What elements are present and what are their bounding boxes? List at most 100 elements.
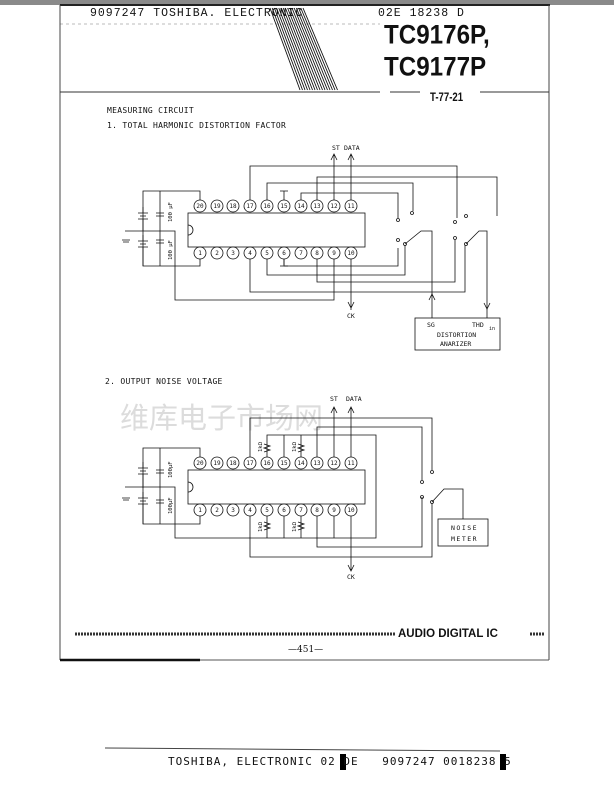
ic-pin-number: 19 [213, 203, 221, 210]
ic-pin-number: 17 [246, 460, 254, 467]
cap-label: 100 μF [168, 202, 174, 222]
data-label: DATA [344, 144, 360, 152]
circuit2-title: 2. OUTPUT NOISE VOLTAGE [105, 377, 223, 386]
hatch-line [282, 7, 316, 91]
noise-meter-title-2: METER [451, 535, 478, 543]
scan-bar [500, 754, 506, 770]
header-doc-code: 9097247 TOSHIBA. ELECTRONIC [90, 7, 304, 20]
ic-pin-number: 18 [229, 203, 237, 210]
ic-pin-number: 7 [299, 507, 303, 514]
switch-2 [465, 230, 488, 318]
resistor-label: 1kΩ [258, 521, 264, 532]
ic-pin-top [226, 199, 240, 213]
hatch-line [300, 7, 336, 91]
hatch-line [287, 7, 321, 91]
ic-pin-number: 5 [265, 507, 269, 514]
sg-label: SG [427, 321, 435, 329]
ic-pin-number: 5 [265, 250, 269, 257]
ic-pin-number: 10 [347, 507, 355, 514]
ic-pin-number: 14 [297, 460, 305, 467]
switch [431, 488, 464, 519]
ic-pin-number: 8 [315, 507, 319, 514]
part-title-2: TC9177P [384, 51, 487, 82]
ic-pin-number: 7 [299, 250, 303, 257]
ic-body [187, 212, 366, 248]
hatch-line [280, 7, 313, 91]
ic-pin-bottom [210, 503, 224, 517]
ic-pin-number: 6 [282, 507, 286, 514]
ic-pin-bottom [226, 246, 240, 260]
ground-icon [280, 259, 288, 267]
hatch-line [284, 7, 318, 91]
ic-pin-number: 8 [315, 250, 319, 257]
ic-pin-number: 15 [280, 460, 288, 467]
ic-pin-number: 16 [263, 460, 271, 467]
ic-pin-number: 13 [313, 203, 321, 210]
data-label: DATA [346, 395, 362, 403]
ic-pin-number: 11 [347, 203, 355, 210]
scan-bar [340, 754, 346, 770]
ic-pin-number: 6 [282, 250, 286, 257]
ic-pin-number: 17 [246, 203, 254, 210]
ic-pin-number: 19 [213, 460, 221, 467]
hatch-line [273, 7, 306, 91]
ic-pin-number: 3 [231, 250, 235, 257]
ic-pin-number: 9 [332, 250, 336, 257]
hatch-line [271, 7, 303, 91]
hatch-line [295, 7, 331, 91]
ic-pin-number: 12 [330, 460, 338, 467]
noise-meter-title-1: NOISE [451, 524, 478, 532]
hatch-line [293, 7, 328, 91]
hatch-line [298, 7, 333, 91]
scan-noise-top [0, 0, 614, 5]
header-doc-id: 02E 18238 D [378, 7, 465, 20]
thd-sub-label: in [489, 326, 495, 332]
cap-label: 100 μF [168, 240, 174, 260]
ground-icon [122, 497, 130, 501]
hatch-line [302, 7, 338, 91]
ck-label: CK [347, 312, 355, 320]
ic-pin-top [226, 456, 240, 470]
ic-notch [187, 481, 194, 493]
ck-label: CK [347, 573, 355, 581]
ic-pin-number: 20 [196, 203, 204, 210]
ic-pin-number: 4 [248, 250, 252, 257]
resistor-label: 1kΩ [258, 441, 264, 452]
footer-brand: AUDIO DIGITAL IC [398, 628, 498, 640]
cap-label: 100μF [168, 497, 174, 514]
ic-body [187, 469, 366, 505]
ic-notch [187, 224, 194, 236]
hatch-line [276, 7, 308, 91]
ic-pin-number: 4 [248, 507, 252, 514]
analyzer-title-1: DISTORTION [437, 331, 476, 339]
resistor-icon [262, 521, 306, 531]
hatch-line [291, 7, 326, 91]
ic-pin-number: 18 [229, 460, 237, 467]
distortion-analyzer-box [414, 317, 501, 351]
resistor-label: 1kΩ [292, 441, 298, 452]
ic-pin-number: 20 [196, 460, 204, 467]
resistor-label: 1kΩ [292, 521, 298, 532]
ic-pin-number: 11 [347, 460, 355, 467]
cap-label: 100μF [168, 461, 174, 478]
scan-code: 9097247 0018238 5 [382, 755, 512, 768]
hatch-line [269, 7, 301, 91]
ic-pin-number: 15 [280, 203, 288, 210]
switch-1 [404, 230, 433, 318]
hatch-line [289, 7, 323, 91]
ic-pin-number: 2 [215, 507, 219, 514]
hatch-decoration [269, 7, 338, 91]
analyzer-title-2: ANARIZER [440, 340, 471, 348]
ground-icon [280, 190, 288, 200]
ground-icon [122, 239, 130, 243]
st-label: ST [332, 144, 340, 152]
ic-pin-number: 9 [332, 507, 336, 514]
ic-pin-top [210, 199, 224, 213]
scan-code-prefix: TOSHIBA, ELECTRONIC 02 DE [168, 755, 359, 768]
hatch-line [278, 7, 311, 91]
circuit1-title: 1. TOTAL HARMONIC DISTORTION FACTOR [107, 121, 287, 130]
type-code: T-77-21 [430, 90, 464, 104]
